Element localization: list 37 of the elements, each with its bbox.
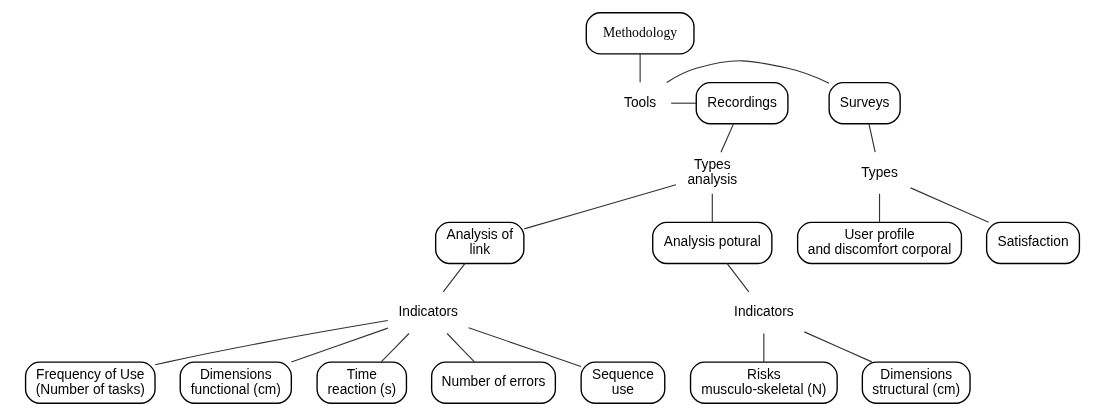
connector [639, 53, 641, 83]
connector [670, 102, 697, 104]
connector [711, 193, 713, 223]
node-box: Analysis of link [434, 221, 525, 265]
connector [867, 123, 876, 153]
node-text: Tools [623, 94, 656, 110]
node-box: Dimensions structural (cm) [861, 361, 971, 404]
node-box: Risks musculo-skeletal (N) [689, 361, 838, 404]
node-box: Recordings [695, 81, 789, 125]
node-box: Frequency of Use (Number of tasks) [24, 361, 156, 404]
node-text: Types [860, 164, 898, 180]
node-box: Surveys [827, 81, 901, 125]
connector [154, 319, 388, 366]
connector [803, 331, 872, 363]
connector [467, 327, 581, 368]
node-box: Satisfaction [985, 221, 1080, 265]
connector [446, 332, 475, 363]
node-text: Indicators [733, 304, 794, 320]
connector [523, 184, 677, 230]
node-box: Number of errors [430, 361, 556, 404]
connector [719, 123, 734, 153]
connector [762, 332, 764, 363]
connector [878, 193, 880, 223]
connector [290, 327, 388, 363]
node-box: Methodology [585, 12, 695, 55]
connector [665, 60, 830, 84]
node-box: Sequence use [579, 361, 665, 404]
node-box: Dimensions functional (cm) [179, 361, 292, 404]
node-box: Analysis potural [651, 221, 773, 265]
connector [726, 263, 749, 293]
node-box: User profile and discomfort corporal [796, 221, 962, 265]
connector [442, 263, 465, 293]
node-text: Types analysis [686, 157, 737, 188]
connector [909, 187, 989, 223]
node-text: Indicators [397, 304, 458, 320]
node-box: Time reaction (s) [315, 361, 407, 404]
connector [380, 332, 410, 363]
